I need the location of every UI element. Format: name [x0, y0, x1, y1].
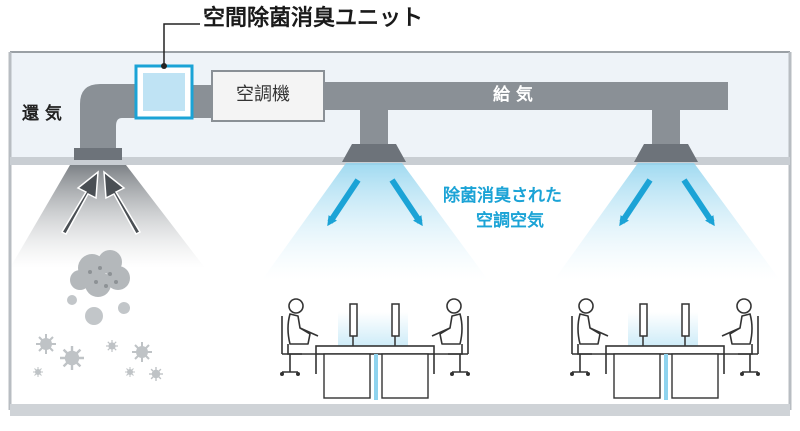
clean-air-label-line2: 空調空気 — [476, 211, 544, 231]
floor — [10, 404, 790, 416]
return-arrows — [60, 170, 142, 235]
office-cluster-1 — [279, 298, 471, 400]
office-worker-icon — [569, 298, 609, 377]
germs — [32, 333, 164, 382]
airflow-arrow-icon — [681, 178, 715, 227]
return-air-label: 還 気 — [22, 104, 62, 124]
airflow-arrow-icon — [327, 178, 361, 227]
germ-icon — [124, 366, 136, 378]
desk-cabinet — [613, 353, 661, 399]
desk-cabinet — [323, 353, 371, 399]
desk-cabinet — [381, 353, 429, 399]
computer-monitor-icon — [349, 303, 358, 346]
title-leader-line — [163, 23, 200, 66]
germ-icon — [148, 366, 164, 382]
leader-dot — [161, 63, 167, 69]
airflow-arrow-icon — [103, 170, 142, 235]
office-worker-icon — [431, 298, 471, 377]
supply-drop-1 — [360, 108, 388, 144]
computer-monitor-icon — [391, 303, 400, 346]
return-air-cone — [10, 165, 205, 268]
office-cluster-2 — [569, 298, 761, 400]
airflow-arrow-icon — [619, 178, 653, 227]
supply-duct — [324, 82, 728, 110]
return-duct — [80, 84, 140, 150]
computer-monitor-icon — [681, 303, 690, 346]
desk — [315, 345, 435, 355]
desk-cabinet — [671, 353, 719, 399]
clean-air-cone-1 — [262, 163, 488, 280]
clean-air-cone-2 — [554, 163, 780, 280]
clean-air-label-line1: 除菌消臭された — [443, 186, 562, 206]
germ-icon — [35, 333, 57, 355]
airflow-arrow-icon — [389, 178, 423, 227]
unit-title: 空間除菌消臭ユニット — [203, 6, 424, 31]
supply-air-label: 給 気 — [493, 85, 533, 105]
office-worker-icon — [721, 298, 761, 377]
air-conditioner-label: 空調機 — [236, 84, 290, 105]
diffuser-2 — [634, 144, 698, 162]
germ-icon — [58, 344, 86, 372]
return-grille — [74, 148, 122, 160]
supply-drop-2 — [652, 108, 680, 144]
office-worker-icon — [279, 298, 319, 377]
duct-connector — [192, 85, 212, 118]
germ-icon — [131, 341, 153, 363]
clean-arrows — [327, 178, 715, 227]
desk — [605, 345, 725, 355]
sterilizing-unit-core — [143, 73, 185, 111]
diffuser-1 — [342, 144, 406, 162]
germ-icon — [32, 366, 44, 378]
germ-icon — [105, 339, 119, 353]
computer-monitor-icon — [639, 303, 648, 346]
dust-cloud-icon — [67, 250, 130, 325]
airflow-arrow-icon — [60, 170, 99, 235]
